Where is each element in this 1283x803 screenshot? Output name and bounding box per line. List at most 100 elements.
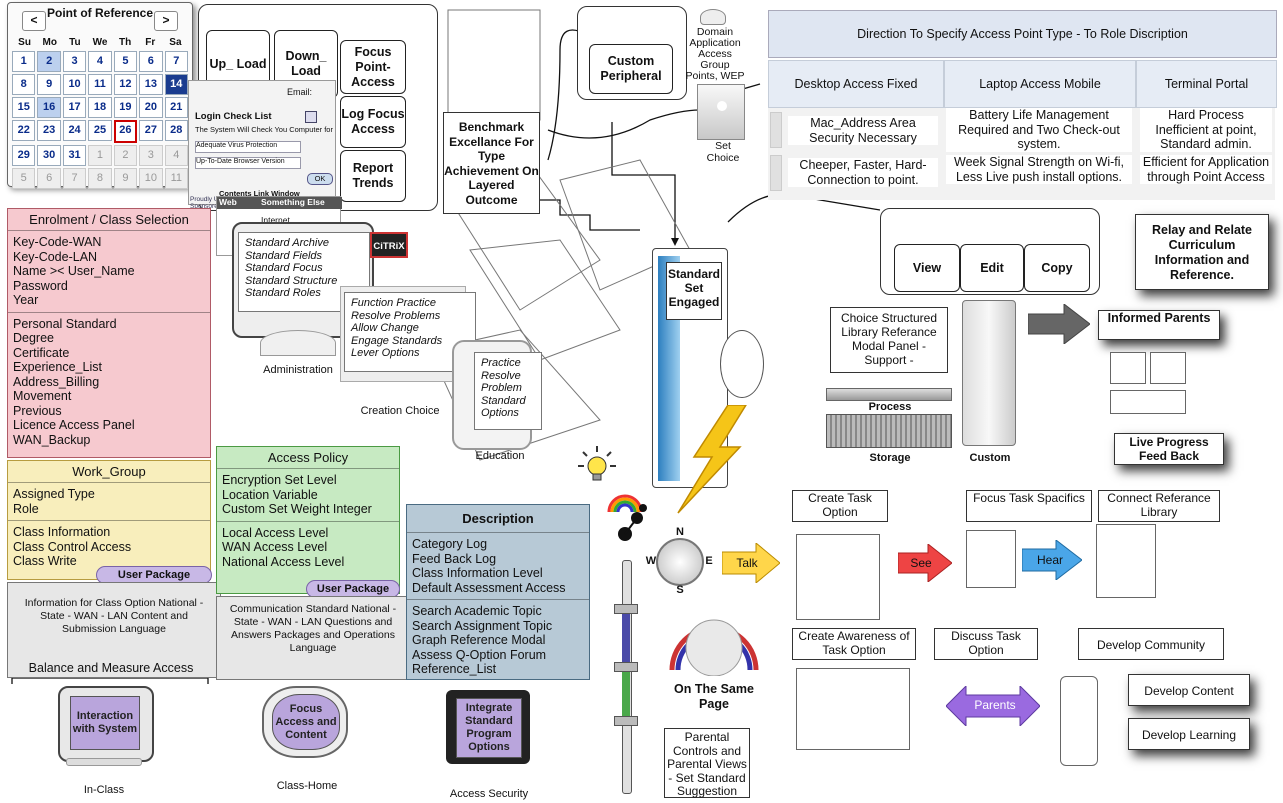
calendar-day[interactable]: 15 — [12, 97, 36, 118]
calendar-day[interactable]: 6 — [37, 168, 61, 189]
admin-list-item: Standard Fields — [245, 249, 323, 262]
calendar-day[interactable]: 6 — [139, 51, 163, 72]
view-button[interactable]: View — [894, 244, 960, 292]
compass-w: W — [645, 555, 657, 567]
creation-list-item: Resolve Problems — [351, 309, 441, 322]
calendar-day[interactable]: 13 — [139, 74, 163, 95]
calendar-day[interactable]: 2 — [113, 145, 138, 166]
calendar-day[interactable]: 10 — [62, 74, 87, 95]
calendar-day[interactable]: 14 — [164, 74, 188, 95]
calendar-day[interactable]: 17 — [62, 97, 87, 118]
calendar-day[interactable]: 27 — [139, 120, 163, 141]
calendar-prev-button[interactable]: < — [22, 11, 46, 31]
education-list-item: Problem — [481, 382, 522, 394]
report-trends-button[interactable]: Report Trends — [340, 150, 406, 202]
compass-icon — [656, 538, 704, 586]
weekday-label: Mo — [42, 37, 57, 48]
slider-handle-3[interactable] — [614, 716, 638, 726]
desk-icon-1 — [1110, 352, 1146, 384]
access-table-header: Direction To Specify Access Point Type -… — [768, 10, 1277, 58]
lightning-bolt-icon — [677, 405, 747, 514]
edit-button[interactable]: Edit — [960, 244, 1024, 292]
calendar-day[interactable]: 12 — [113, 74, 138, 95]
log-focus-access-button[interactable]: Log Focus Access — [340, 96, 406, 148]
security-screen: Integrate Standard Program Options — [456, 698, 522, 758]
calendar-day[interactable]: 25 — [88, 120, 112, 141]
calendar-day[interactable]: 4 — [164, 145, 188, 166]
description-title: Description — [407, 505, 589, 533]
calendar-next-button[interactable]: > — [154, 11, 178, 31]
calendar-day[interactable]: 3 — [62, 51, 87, 72]
calendar-day[interactable]: 31 — [62, 145, 87, 166]
office-layout-4 — [796, 668, 910, 750]
work-group-title: Work_Group — [8, 461, 210, 483]
calendar-day[interactable]: 29 — [12, 145, 36, 166]
desk-icon-3 — [1110, 390, 1186, 414]
row-marker-2 — [770, 155, 782, 191]
class-home-label: Class-Home — [276, 780, 338, 792]
slider-handle-2[interactable] — [614, 662, 638, 672]
calendar-day[interactable]: 28 — [164, 120, 188, 141]
calendar-day[interactable]: 3 — [139, 145, 163, 166]
slider-handle-1[interactable] — [614, 604, 638, 614]
calendar-day[interactable]: 9 — [113, 168, 138, 189]
access-policy-note: Communication Standard National - State … — [216, 596, 410, 680]
email-label: Email: — [287, 87, 313, 97]
user-package-pill-2[interactable]: User Package — [306, 580, 400, 598]
calendar-day[interactable]: 11 — [88, 74, 112, 95]
calendar-day[interactable]: 8 — [12, 74, 36, 95]
calendar-day[interactable]: 5 — [12, 168, 36, 189]
calendar-day[interactable]: 19 — [113, 97, 138, 118]
custom-peripheral-button[interactable]: Custom Peripheral — [589, 44, 673, 94]
calendar-day[interactable]: 9 — [37, 74, 61, 95]
calendar-title: Point of Reference — [46, 6, 154, 20]
focus-point-access-button[interactable]: Focus Point- Access — [340, 40, 406, 94]
calendar-day[interactable]: 18 — [88, 97, 112, 118]
weekday-label: We — [92, 37, 108, 48]
weblinks-tab[interactable]: Web Links — [217, 197, 259, 217]
calendar-day[interactable]: 10 — [139, 168, 163, 189]
process-label: Process — [868, 401, 912, 413]
calendar-day[interactable]: 11 — [164, 168, 188, 189]
copy-button[interactable]: Copy — [1024, 244, 1090, 292]
calendar-day[interactable]: 16 — [37, 97, 61, 118]
login-ok-button[interactable]: OK — [307, 173, 333, 185]
creation-label: Creation Choice — [360, 405, 440, 417]
calendar-day[interactable]: 1 — [88, 145, 112, 166]
internet-link[interactable]: Internet — [261, 215, 290, 225]
calendar-day[interactable]: 26 — [113, 120, 138, 143]
calendar-day[interactable]: 24 — [62, 120, 87, 141]
enrolment-field: Movement — [13, 389, 72, 403]
calendar-day[interactable]: 23 — [37, 120, 61, 141]
virus-select[interactable]: Adequate Virus Protection — [195, 141, 301, 153]
login-checkbox[interactable] — [305, 111, 317, 123]
something-else-tab[interactable]: Something Else — [259, 197, 342, 209]
calendar-day[interactable]: 30 — [37, 145, 61, 166]
description-field: Graph Reference Modal — [412, 633, 546, 647]
calendar-day[interactable]: 1 — [12, 51, 36, 72]
calendar-day[interactable]: 22 — [12, 120, 36, 141]
education-list-item: Options — [481, 407, 519, 419]
cell-desktop-1: Mac_Address Area Security Necessary — [788, 116, 938, 145]
calendar-day[interactable]: 20 — [139, 97, 163, 118]
browser-select[interactable]: Up-To-Date Browser Version — [195, 157, 301, 169]
enrolment-field: WAN_Backup — [13, 432, 91, 447]
calendar-day[interactable]: 5 — [113, 51, 138, 72]
calendar-day[interactable]: 4 — [88, 51, 112, 72]
calendar-day[interactable]: 7 — [62, 168, 87, 189]
storage-label: Storage — [869, 452, 911, 464]
calendar-day[interactable]: 7 — [164, 51, 188, 72]
see-arrow-icon — [898, 544, 952, 582]
work-group-field: Assigned Type — [13, 487, 95, 501]
benchmark-box: Benchmark Excellance For Type Achievemen… — [443, 112, 540, 214]
in-class-screen: Interaction with System — [70, 696, 140, 750]
calendar-day[interactable]: 8 — [88, 168, 112, 189]
calendar-day[interactable]: 2 — [37, 51, 61, 72]
standard-set-box: Standard Set Engaged — [666, 262, 722, 320]
calendar-day[interactable]: 21 — [164, 97, 188, 118]
